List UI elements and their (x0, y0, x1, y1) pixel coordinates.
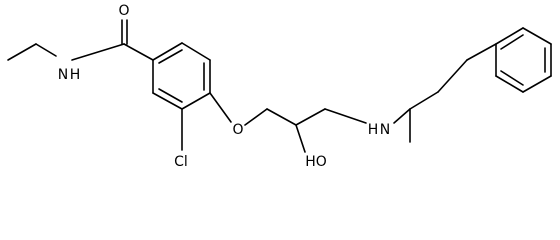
ring1-c1-c2-bond (152, 42, 183, 61)
amide-oxygen-label: O (118, 3, 129, 19)
ring2-c2-c3-bond (522, 27, 552, 45)
molecule-structure-diagram: O N H O Cl HO H N (7, 3, 552, 170)
ch2-to-phenyl-bond (466, 43, 497, 61)
atom-labels: O N H O Cl HO H N (58, 3, 390, 170)
ether-oxygen-to-ch2-bond (244, 108, 268, 126)
ether-oxygen-label: O (232, 122, 243, 138)
ring2-c1-c2-bond (495, 27, 524, 45)
ring2-c4-c5-bond (522, 75, 552, 93)
bond-lines (7, 19, 552, 153)
ring2-c5-c6-inner-bond (500, 70, 524, 86)
hydroxyl-label: HO (305, 154, 327, 170)
ethyl-methyl-bond (7, 43, 37, 61)
amide-nh-hydrogen-label: H (70, 67, 81, 83)
ch2-to-choh-bond (266, 108, 297, 126)
ring1-c5-c6-bond (152, 92, 183, 110)
ch2-to-ch2-bond (437, 59, 468, 93)
amine-to-ch-bond (393, 108, 411, 124)
amine-nh-hydrogen-label: H (368, 122, 379, 138)
amide-nitrogen-label: N (58, 67, 68, 83)
n-to-carbonyl-bond (71, 43, 125, 61)
ring-to-ether-oxygen-bond (209, 92, 232, 123)
ring1-c2-c3-bond (181, 42, 211, 61)
choh-to-hydroxyl-bond (295, 124, 306, 153)
amine-nitrogen-label: N (380, 122, 390, 138)
chlorine-label: Cl (174, 154, 188, 170)
ring1-c4-c5-bond (181, 92, 211, 110)
carbonyl-to-ring-bond (123, 43, 154, 61)
ring1-c1-c2-inner-bond (158, 49, 183, 64)
ring2-c1-c2-inner-bond (500, 34, 524, 50)
choh-to-ch2-bond (295, 108, 326, 126)
ethyl-ch2-to-n-bond (35, 43, 57, 57)
ch2-to-amine-bond (324, 108, 367, 124)
ch-to-ch2-bond (409, 91, 439, 110)
ring2-c5-c6-bond (495, 75, 524, 93)
ring1-c5-c6-inner-bond (158, 88, 183, 103)
